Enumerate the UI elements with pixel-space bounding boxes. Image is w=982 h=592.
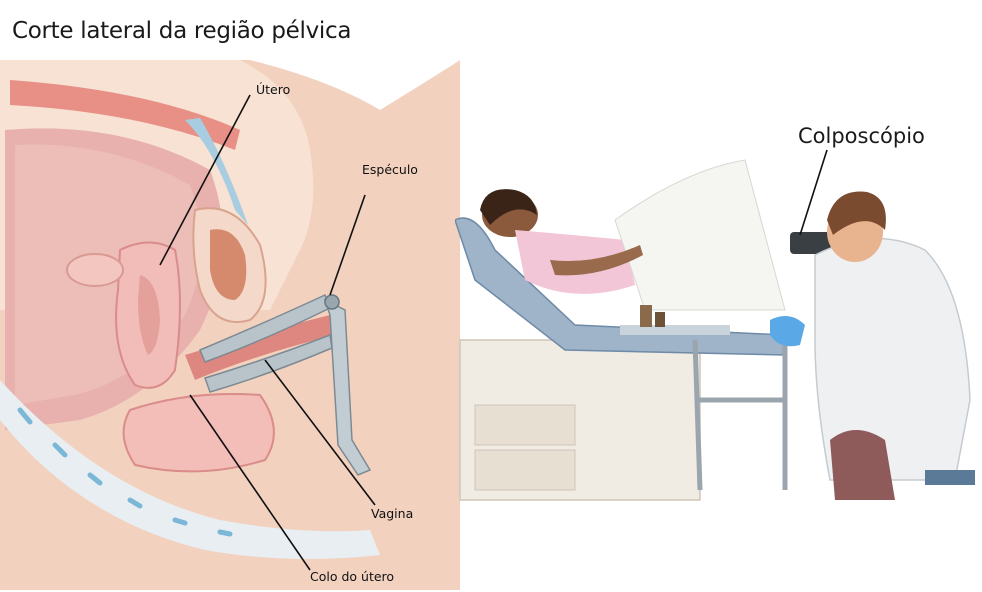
colposcopy-exam-illustration <box>455 140 982 510</box>
colposcope-stand <box>695 340 785 490</box>
bottle <box>640 305 652 327</box>
colposcopio-leader-line <box>800 150 827 235</box>
speculum-pivot <box>325 295 339 309</box>
label-colo-do-utero: Colo do útero <box>310 569 394 584</box>
page-title: Corte lateral da região pélvica <box>12 18 351 44</box>
label-vagina: Vagina <box>371 506 413 521</box>
patient-drape <box>615 160 785 310</box>
instrument-tray <box>620 325 730 335</box>
label-colposcopio: Colposcópio <box>798 124 925 148</box>
cabinet-drawer <box>475 405 575 445</box>
lower-pelvic-organ <box>124 394 274 471</box>
stool <box>925 470 975 485</box>
bottle-2 <box>655 312 665 327</box>
ovary <box>67 254 123 286</box>
label-especulo: Espéculo <box>362 162 418 177</box>
cabinet-drawer-2 <box>475 450 575 490</box>
label-utero: Útero <box>256 82 290 97</box>
